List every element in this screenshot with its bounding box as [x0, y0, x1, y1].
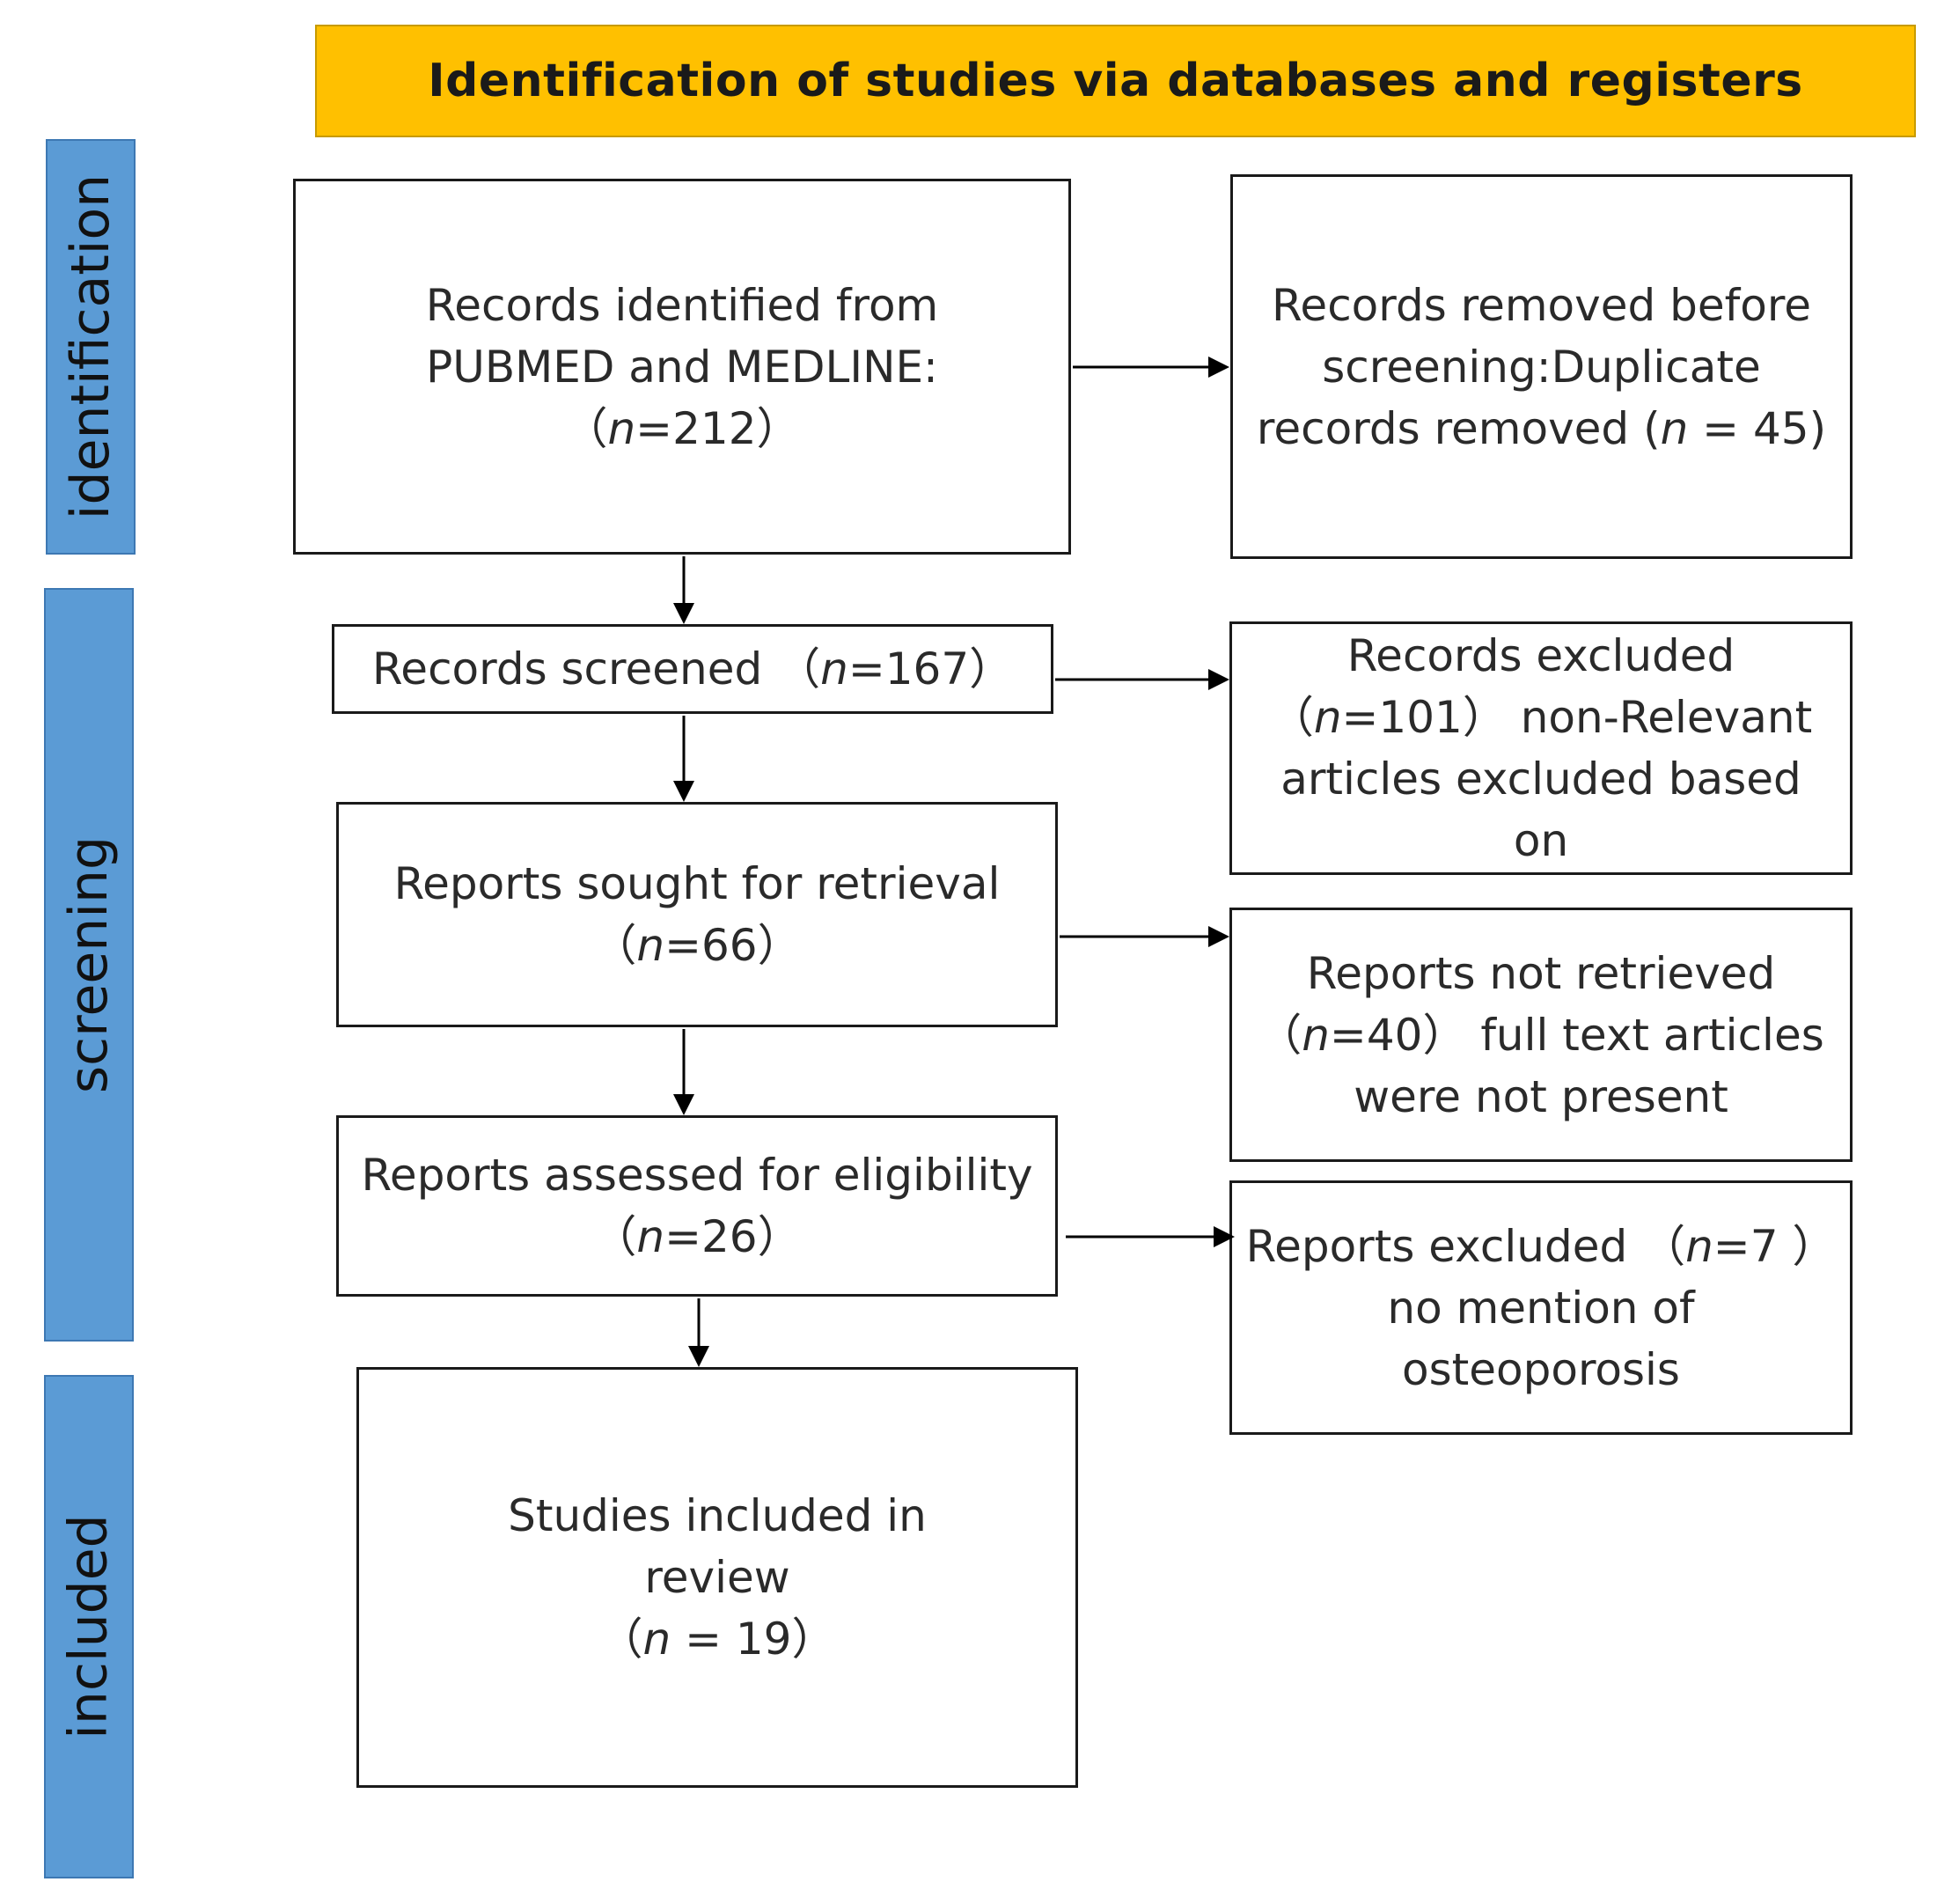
records-identified-line1: Records identified from	[425, 279, 939, 331]
records-removed-line2: screening:Duplicate	[1322, 341, 1761, 393]
records-identified-box: Records identified from PUBMED and MEDLI…	[293, 179, 1071, 555]
phase-screening-label: screening	[58, 835, 120, 1094]
records-excluded-line1: Records excluded	[1346, 630, 1735, 681]
reports-excluded-line3: osteoporosis	[1402, 1343, 1680, 1395]
reports-not-retrieved-line2: （n=40） full text articles	[1258, 1009, 1824, 1061]
reports-sought-count: （n=66）	[592, 920, 802, 971]
records-excluded-line2: （n=101） non-Relevant	[1269, 692, 1813, 743]
studies-included-line1: Studies included in	[508, 1490, 927, 1541]
reports-assessed-box: Reports assessed for eligibility （n=26）	[336, 1115, 1058, 1297]
records-excluded-box: Records excluded （n=101） non-Relevant ar…	[1229, 621, 1853, 875]
records-removed-line1: Records removed before	[1271, 279, 1812, 331]
reports-not-retrieved-line1: Reports not retrieved	[1306, 947, 1776, 999]
header-banner: Identification of studies via databases …	[315, 25, 1916, 137]
reports-not-retrieved-box: Reports not retrieved （n=40） full text a…	[1229, 908, 1853, 1162]
records-removed-line3: records removed (n = 45)	[1256, 402, 1827, 454]
records-excluded-line4: on	[1513, 815, 1569, 866]
header-title: Identification of studies via databases …	[428, 55, 1803, 107]
reports-sought-line1: Reports sought for retrieval	[393, 858, 1001, 909]
records-identified-line2: PUBMED and MEDLINE:	[426, 341, 938, 393]
reports-sought-box: Reports sought for retrieval （n=66）	[336, 802, 1058, 1027]
reports-excluded-line1: Reports excluded （n=7 ）	[1245, 1220, 1837, 1272]
reports-not-retrieved-line3: were not present	[1354, 1070, 1728, 1122]
reports-assessed-count: （n=26）	[592, 1211, 802, 1262]
studies-included-box: Studies included in review （n = 19）	[356, 1367, 1078, 1788]
records-excluded-line3: articles excluded based	[1280, 754, 1801, 805]
records-removed-box: Records removed before screening:Duplica…	[1230, 174, 1853, 559]
phase-screening: screening	[44, 588, 134, 1342]
records-screened-box: Records screened （n=167）	[332, 624, 1053, 714]
records-identified-count: （n=212）	[563, 402, 801, 454]
studies-included-line2: review	[644, 1552, 790, 1603]
reports-assessed-line1: Reports assessed for eligibility	[361, 1150, 1033, 1201]
phase-identification: identification	[46, 139, 136, 555]
studies-included-count: （n = 19）	[598, 1614, 836, 1665]
records-screened-text: Records screened （n=167）	[371, 643, 1014, 695]
reports-excluded-line2: no mention of	[1387, 1282, 1695, 1334]
reports-excluded-box: Reports excluded （n=7 ） no mention of os…	[1229, 1180, 1853, 1435]
phase-included: included	[44, 1375, 134, 1878]
phase-identification-label: identification	[60, 173, 121, 520]
phase-included-label: included	[58, 1514, 120, 1739]
